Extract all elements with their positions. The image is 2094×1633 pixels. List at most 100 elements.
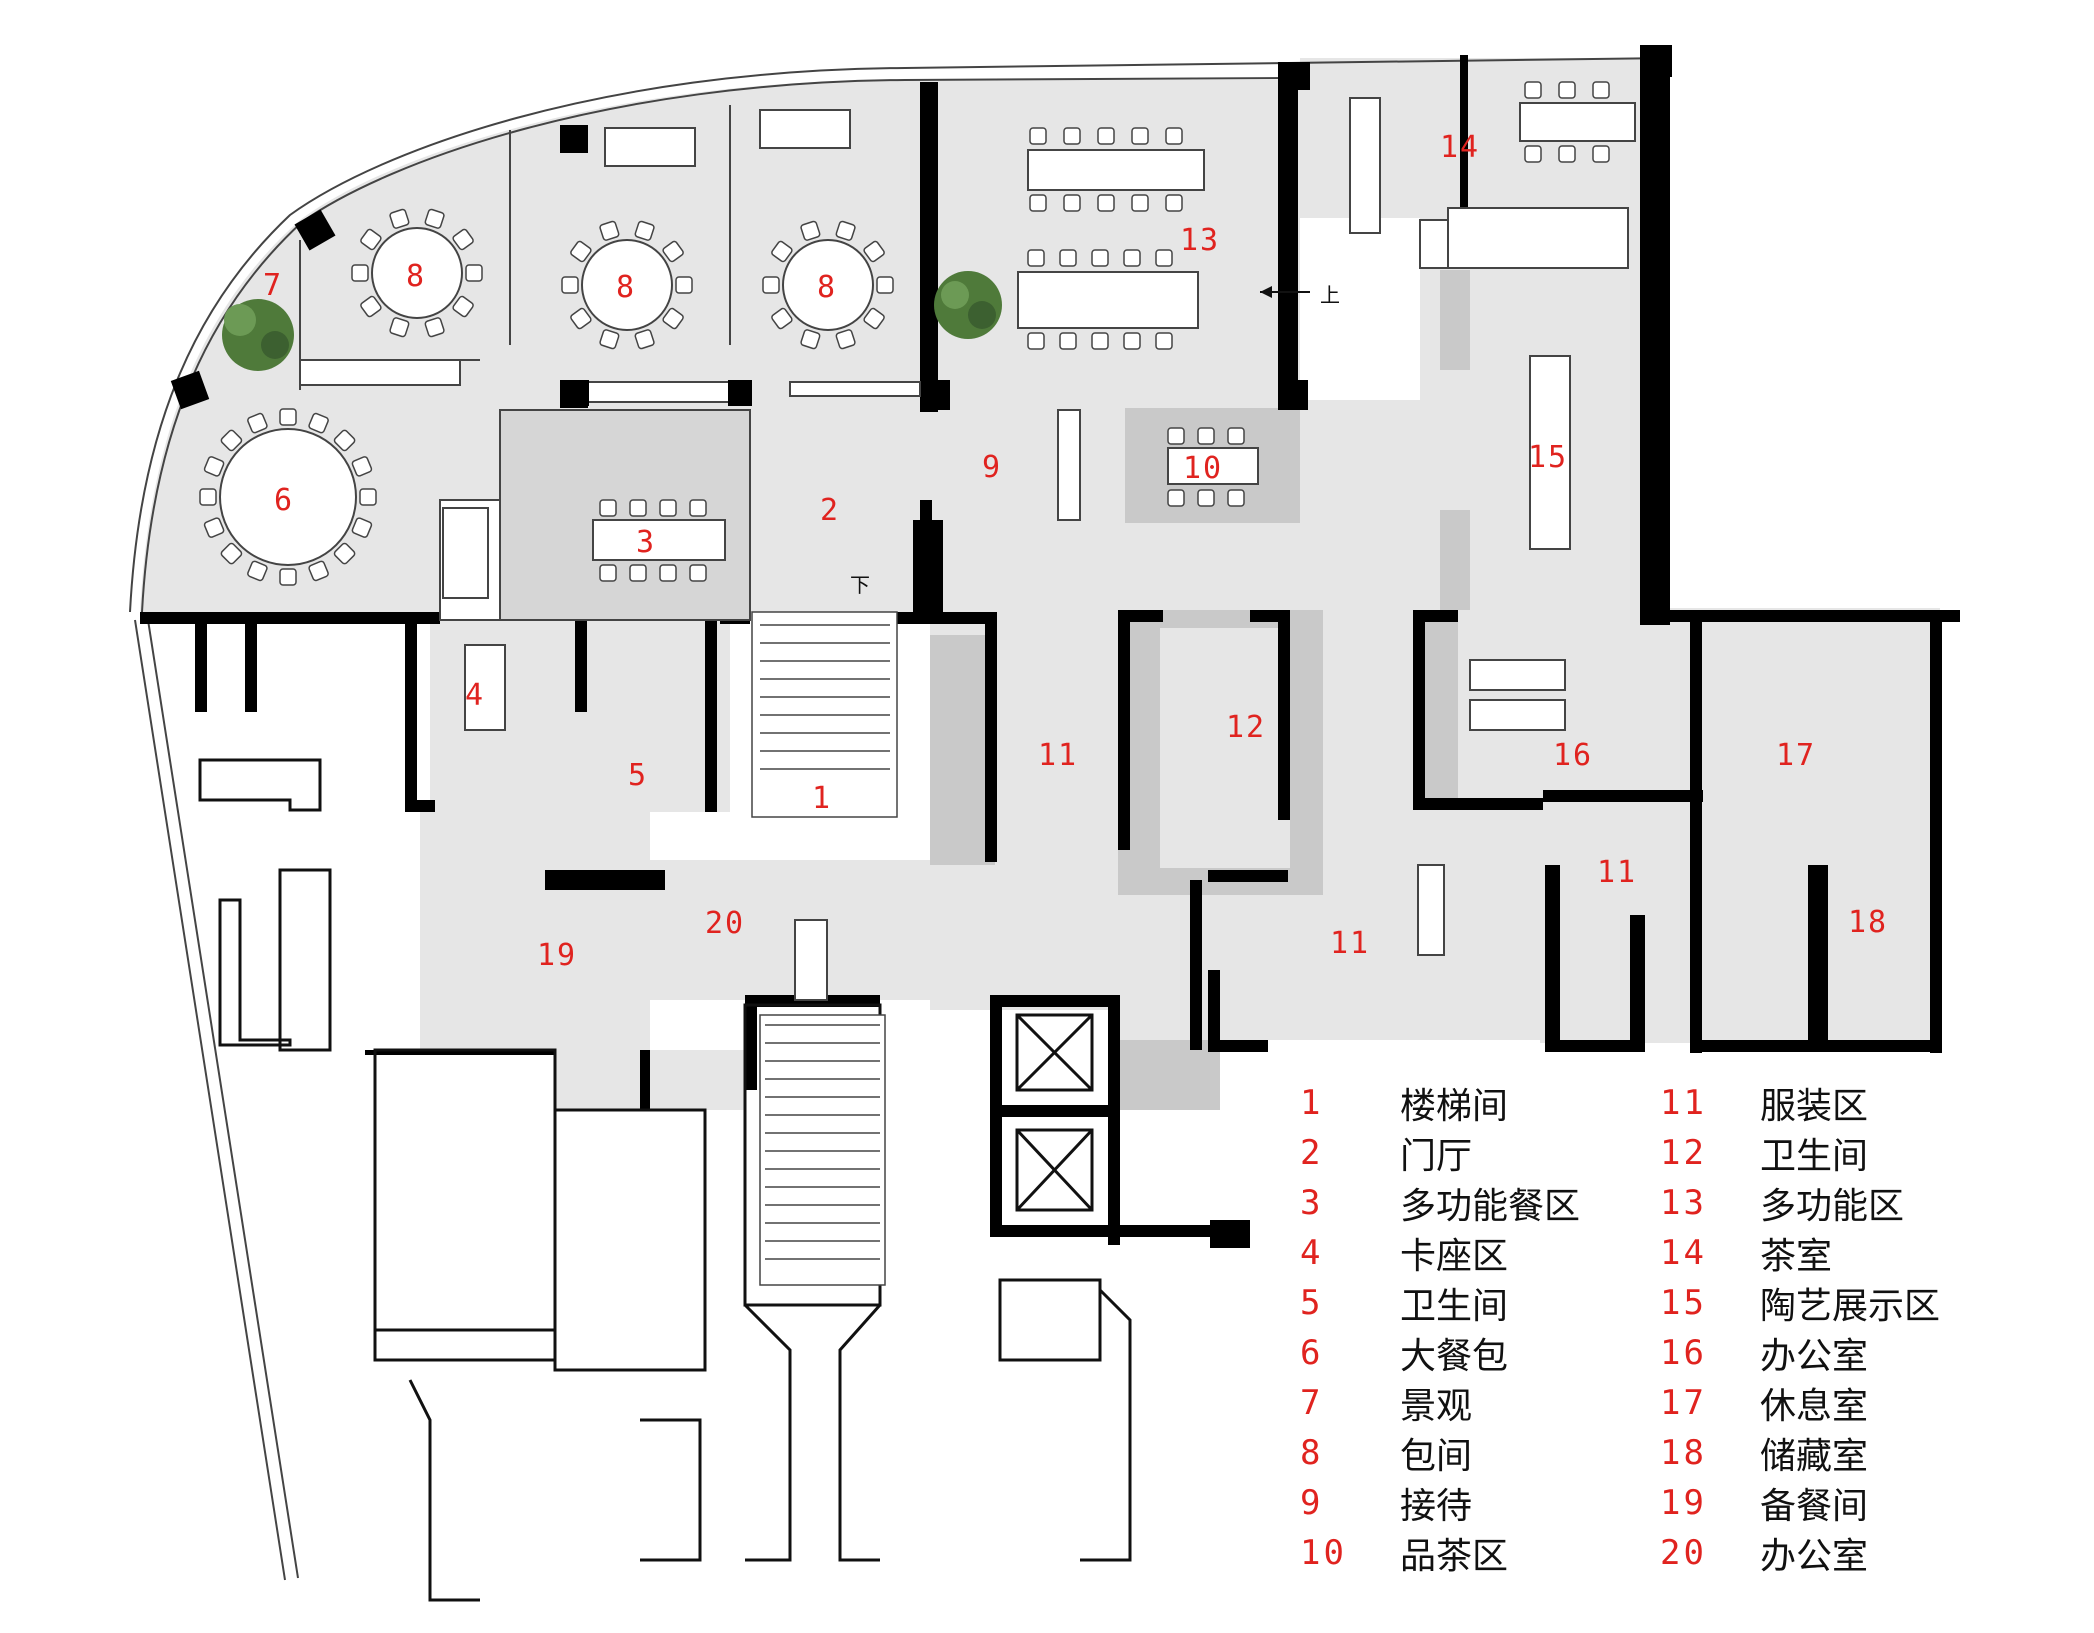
- chair: [351, 456, 373, 477]
- chair: [308, 412, 329, 434]
- legend-number: 19: [1660, 1483, 1707, 1523]
- chair: [351, 264, 369, 282]
- chair: [1091, 249, 1109, 267]
- chair: [570, 307, 592, 330]
- chair: [1029, 194, 1047, 212]
- lobby-floor: [870, 860, 1000, 1000]
- legend-name: 卫生间: [1400, 1286, 1509, 1327]
- chair: [561, 276, 579, 294]
- legend-number: 10: [1300, 1533, 1347, 1573]
- chair: [629, 564, 647, 582]
- zone-label-19: 19: [537, 938, 577, 973]
- zone-label-8c: 8: [817, 270, 837, 305]
- chair: [570, 240, 592, 263]
- legend-name: 陶艺展示区: [1760, 1286, 1941, 1327]
- zone-label-17: 17: [1776, 738, 1816, 773]
- chair: [279, 408, 297, 426]
- chair: [835, 220, 856, 241]
- rect-tables: [464, 97, 1636, 1001]
- zone-label-1: 1: [812, 781, 832, 816]
- chair: [1131, 127, 1149, 145]
- zone-label-8a: 8: [406, 259, 426, 294]
- stair-up-mark: 上: [1320, 283, 1340, 307]
- lobby-dark: [1120, 1040, 1220, 1110]
- legend-number: 9: [1300, 1483, 1324, 1523]
- corridor-dark: [930, 635, 995, 865]
- zone-label-3: 3: [636, 525, 656, 560]
- chair: [1167, 427, 1185, 445]
- chair: [1197, 427, 1215, 445]
- zone-15-edge-2: [1440, 510, 1470, 610]
- zone-label-12: 12: [1226, 710, 1266, 745]
- chair: [220, 542, 243, 565]
- zone-17-floor: [1700, 608, 1940, 798]
- chair: [1165, 194, 1183, 212]
- chair: [629, 499, 647, 517]
- chair: [1097, 127, 1115, 145]
- plants: [222, 271, 1002, 371]
- zone-label-14: 14: [1440, 130, 1480, 165]
- chair: [333, 542, 356, 565]
- stairs: [751, 611, 898, 1286]
- chair: [452, 228, 474, 251]
- chair: [662, 240, 684, 263]
- chair: [599, 329, 620, 350]
- rect-table-chairs: [599, 81, 1610, 582]
- chair: [689, 564, 707, 582]
- legend-number: 3: [1300, 1183, 1324, 1223]
- chair: [452, 295, 474, 318]
- zone-label-4: 4: [465, 678, 485, 713]
- zone-label-13: 13: [1180, 223, 1220, 258]
- chair: [1131, 194, 1149, 212]
- chair: [1097, 194, 1115, 212]
- stair-down-mark: 下: [850, 573, 870, 597]
- chair: [800, 329, 821, 350]
- chair: [389, 317, 410, 338]
- chair: [351, 517, 373, 538]
- chair: [1027, 249, 1045, 267]
- legend-number: 6: [1300, 1333, 1324, 1373]
- chair: [599, 564, 617, 582]
- legend-name: 休息室: [1760, 1386, 1869, 1427]
- legend-number: 4: [1300, 1233, 1324, 1273]
- legend-name: 办公室: [1760, 1336, 1869, 1377]
- chair: [599, 499, 617, 517]
- chair: [863, 240, 885, 263]
- wing-pillars: [170, 209, 752, 410]
- legend-name: 楼梯间: [1400, 1086, 1509, 1127]
- legend-number: 2: [1300, 1133, 1324, 1173]
- chair: [389, 208, 410, 229]
- chair: [360, 295, 382, 318]
- legend-number: 7: [1300, 1383, 1324, 1423]
- legend-name: 茶室: [1760, 1236, 1833, 1277]
- legend-number: 11: [1660, 1083, 1707, 1123]
- chair: [771, 307, 793, 330]
- zone-label-20: 20: [705, 906, 745, 941]
- legend-number: 13: [1660, 1183, 1707, 1223]
- chair: [1592, 145, 1610, 163]
- chair: [247, 412, 268, 434]
- chair: [1227, 489, 1245, 507]
- zone-label-11b: 11: [1597, 855, 1637, 890]
- chair: [762, 276, 780, 294]
- legend-name: 卫生间: [1760, 1136, 1869, 1177]
- sofas: [442, 109, 1629, 599]
- zone-label-18: 18: [1848, 905, 1888, 940]
- chair: [1197, 489, 1215, 507]
- chair: [1558, 81, 1576, 99]
- legend-number: 18: [1660, 1433, 1707, 1473]
- legend-name: 门厅: [1400, 1136, 1473, 1177]
- chair: [634, 220, 655, 241]
- elevators: [1015, 1013, 1094, 1212]
- zone-label-15: 15: [1528, 440, 1568, 475]
- chair: [465, 264, 483, 282]
- chair: [1063, 127, 1081, 145]
- chair: [771, 240, 793, 263]
- zone-20-floor: [650, 860, 880, 1000]
